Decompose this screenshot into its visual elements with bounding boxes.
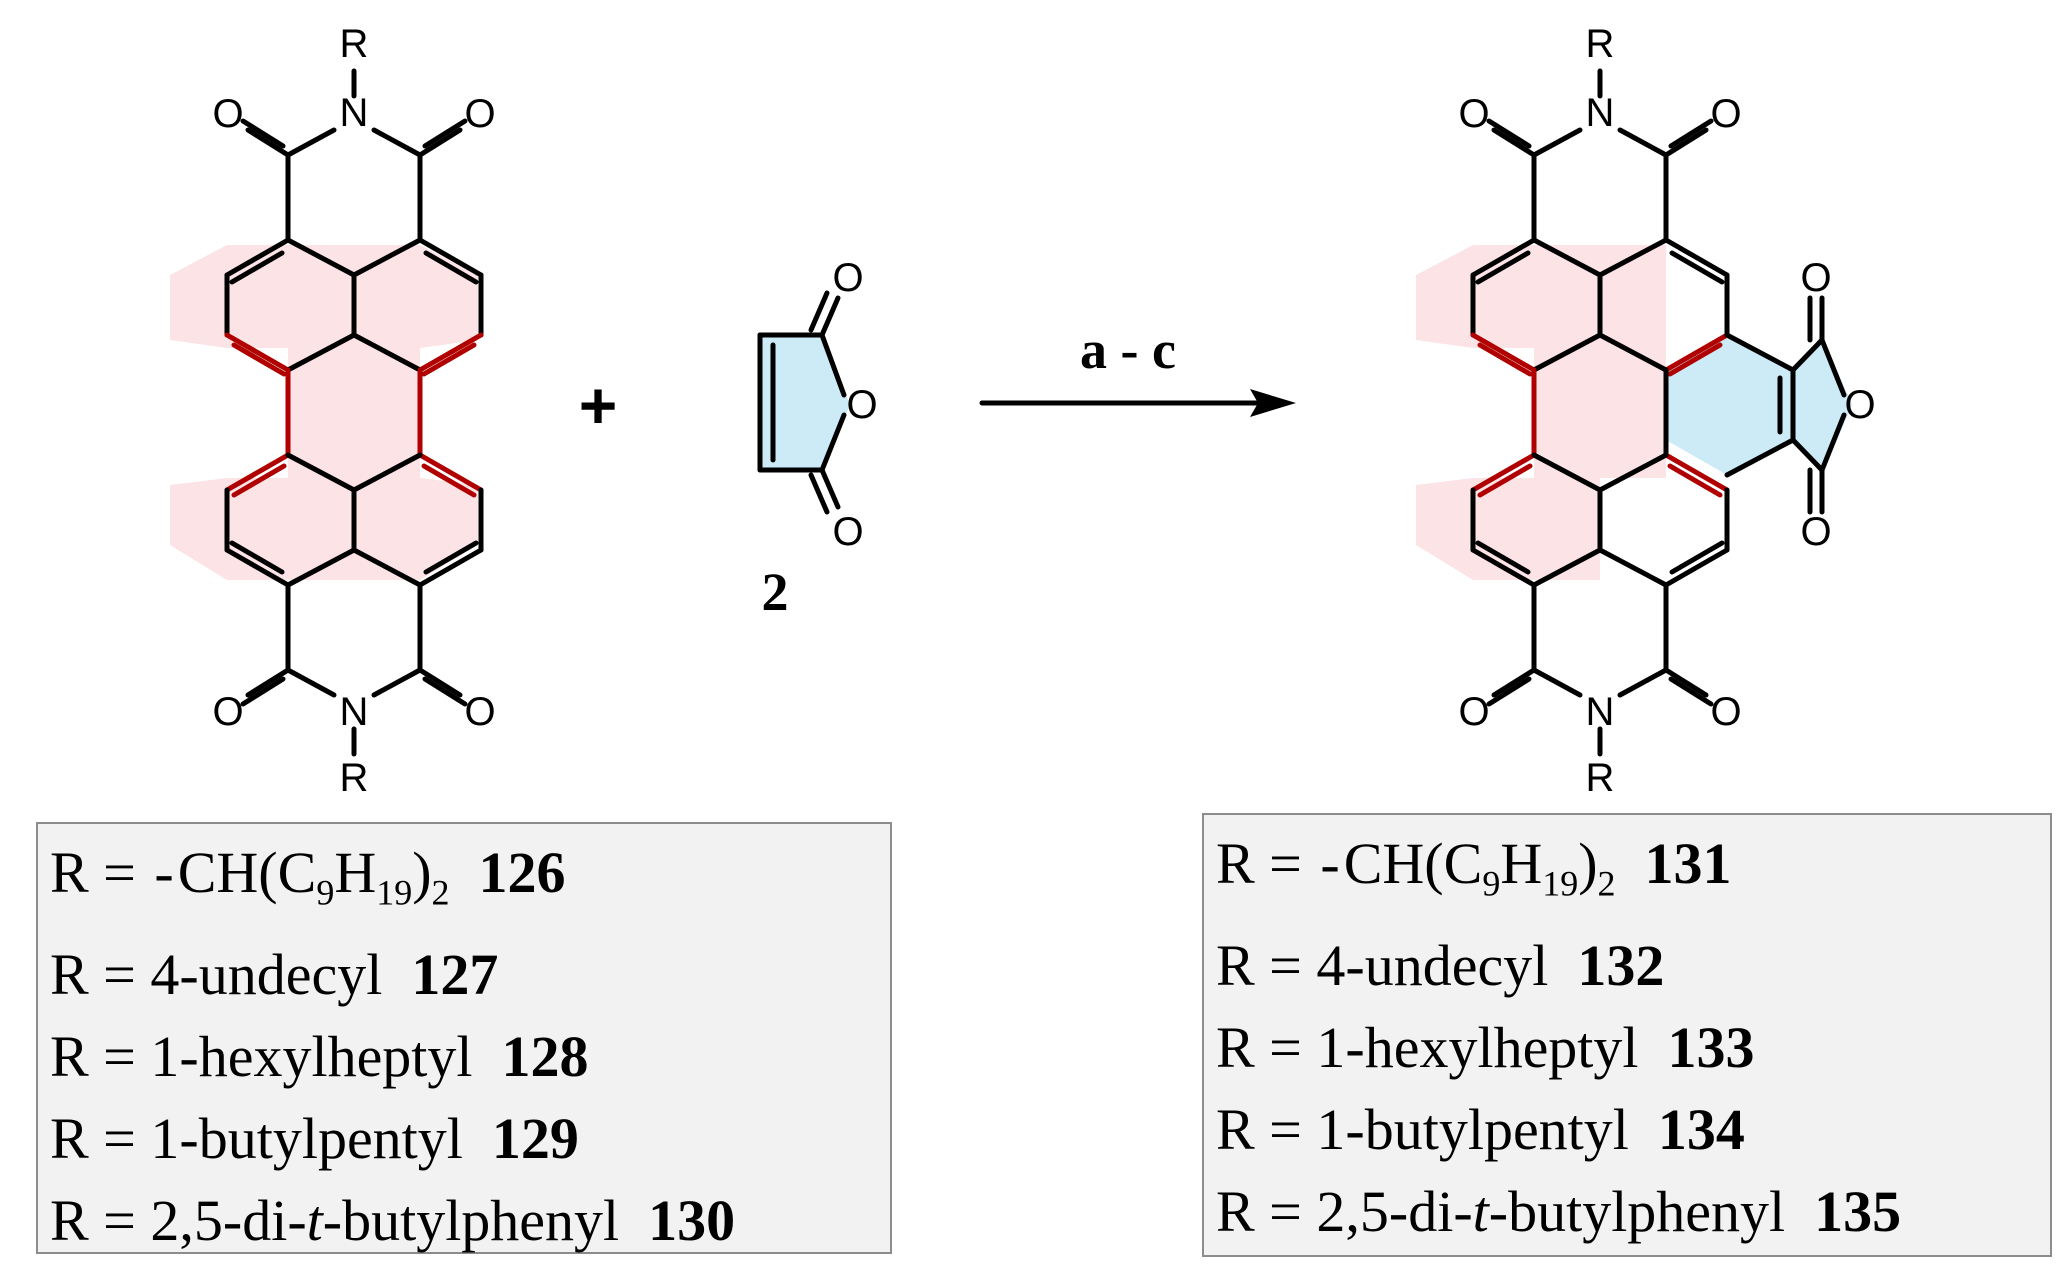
row-prefix: R = [1216,831,1317,896]
oxygen-label: O [1458,92,1489,136]
row-text: R = 1-butylpentyl [50,1105,463,1171]
oxygen-label: O [1800,510,1831,554]
row-text: -butylphenyl [1488,1178,1786,1244]
oxygen-label: O [212,92,243,136]
r-substituent-label: R [340,756,369,800]
formula-part: CH(C [177,840,317,905]
row-text: R = 2,5-di- [1216,1178,1473,1244]
ring-fill [355,478,478,580]
anhydride-ring-fill [1666,335,1793,475]
ring-fill [1600,245,1666,348]
compound-number: 132 [1577,932,1665,998]
compound-number: 135 [1814,1178,1902,1244]
row-text: R = 4-undecyl [50,941,383,1007]
row-italic: t [1472,1178,1489,1244]
nitrogen-label: N [1586,91,1615,135]
formula-subscript: 19 [1542,863,1579,904]
r-substituent-label: R [1586,756,1615,800]
formula-subscript: 2 [431,872,450,913]
anhydride-ring-fill [760,335,850,470]
maleic-anhydride-reagent: O O O 2 [757,256,878,622]
nitrogen-label: N [340,690,369,734]
substituent-row: R = 1-butylpentyl 129 [50,1098,890,1180]
row-text: R = 1-butylpentyl [1216,1096,1629,1162]
compound-number: 130 [648,1187,736,1253]
plus-sign: + [579,368,618,442]
row-dash: - [1320,831,1340,896]
r-substituent-label: R [340,22,369,66]
oxygen-label: O [1800,256,1831,300]
substituent-row: R = 1-hexylheptyl 133 [1216,1007,2050,1089]
row-text: -butylphenyl [322,1187,620,1253]
formula-subscript: 19 [376,872,413,913]
product-substituent-table: R = -CH(C9H19)2 131 R = 4-undecyl 132 R … [1202,813,2052,1257]
reaction-arrow: a - c [979,320,1296,417]
row-text: R = 1-hexylheptyl [1216,1014,1639,1080]
ring-fill [288,478,355,580]
oxygen-label: O [832,256,863,300]
formula-part: H [1500,831,1543,896]
oxygen-label: O [1710,92,1741,136]
row-dash: - [154,840,174,905]
compound-number: 131 [1644,831,1732,896]
oxygen-label: O [846,383,877,427]
substituent-row: R = 4-undecyl 127 [50,934,890,1016]
arrow-head [1250,389,1296,417]
substituent-row: R = 1-butylpentyl 134 [1216,1089,2050,1171]
oxygen-label: O [1710,690,1741,734]
substituent-row: R = 4-undecyl 132 [1216,925,2050,1007]
row-text: R = 1-hexylheptyl [50,1023,473,1089]
compound-number: 129 [491,1105,579,1171]
formula-part: ) [412,840,432,905]
reactant-substituent-table: R = -CH(C9H19)2 126 R = 4-undecyl 127 R … [36,822,892,1254]
row-text: R = 2,5-di- [50,1187,307,1253]
substituent-row: R = -CH(C9H19)2 126 [50,832,890,934]
compound-number: 128 [501,1023,589,1089]
nitrogen-label: N [340,91,369,135]
substituent-row: R = 1-hexylheptyl 128 [50,1016,890,1098]
substituent-row: R = 2,5-di-t-butylphenyl 135 [1216,1171,2050,1253]
oxygen-label: O [832,510,863,554]
formula-subscript: 9 [1482,863,1501,904]
row-prefix: R = [50,840,151,905]
oxygen-label: O [1458,690,1489,734]
oxygen-label: O [464,92,495,136]
formula-part: ) [1578,831,1598,896]
anhydride-ring-fill [1793,335,1852,475]
substituent-row: R = 2,5-di-t-butylphenyl 130 [50,1180,890,1262]
compound-number: 133 [1667,1014,1755,1080]
nitrogen-label: N [1586,690,1615,734]
compound-number-2: 2 [762,562,789,622]
compound-number: 134 [1657,1096,1745,1162]
ring-fill [1534,348,1666,478]
formula-subscript: 9 [316,872,335,913]
substituent-row: R = -CH(C9H19)2 131 [1216,823,2050,925]
row-text: R = 4-undecyl [1216,932,1549,998]
compound-number: 127 [411,941,499,1007]
oxygen-label: O [212,690,243,734]
perylene-diimide-reactant: R N O O N O O R [170,22,496,800]
oxygen-label: O [1844,383,1875,427]
formula-part: CH(C [1343,831,1483,896]
r-substituent-label: R [1586,22,1615,66]
ring-fill [1534,478,1600,580]
ring-fill [288,348,420,478]
formula-subscript: 2 [1597,863,1616,904]
formula-part: H [334,840,377,905]
reaction-conditions: a - c [1080,320,1176,380]
compound-number: 126 [478,840,566,905]
annulated-product: R N O O O O O N O O R [1416,22,1876,800]
oxygen-label: O [464,690,495,734]
row-italic: t [306,1187,323,1253]
